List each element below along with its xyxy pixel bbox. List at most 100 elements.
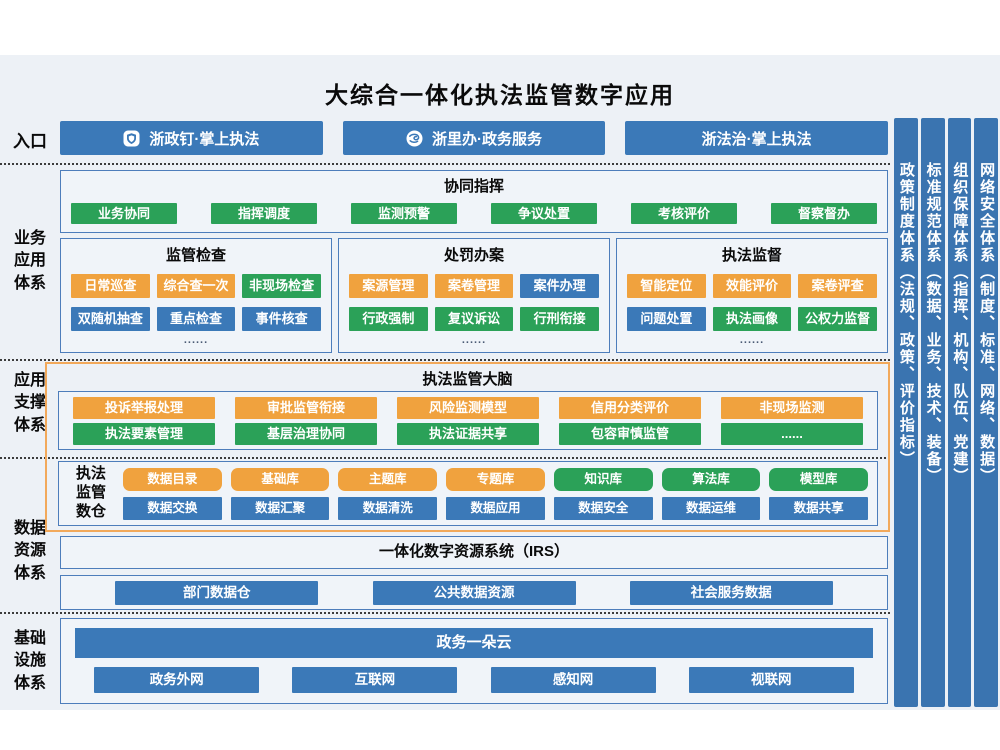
module-chip: 考核评价 [631, 203, 737, 224]
entry-app-zhefazhi: 浙法治·掌上执法 [625, 121, 889, 155]
module-chip: 包容审慎监管 [559, 422, 701, 445]
enforcement-brain-box: 投诉举报处理 执法要素管理 审批监管衔接 基层治理协同 风险监测模型 执法证据共… [58, 391, 878, 450]
module-chip: 基础库 [230, 467, 330, 491]
group-box-supervision-inspection: 监管检查 日常巡查 综合查一次 非现场检查 双随机抽查 重点检查 事件核查 ..… [60, 238, 332, 353]
module-chip: 双随机抽查 [71, 307, 150, 331]
module-chip: 主题库 [338, 467, 438, 491]
module-chip: 日常巡查 [71, 274, 150, 298]
entry-app-zhezhengding: 浙政钉·掌上执法 [60, 121, 323, 155]
module-chip: 问题处置 [627, 307, 706, 331]
group-box-enforcement-oversight: 执法监督 智能定位 效能评价 案卷评查 问题处置 执法画像 公权力监督 ....… [616, 238, 888, 353]
pillar-organization-system: 组织保障体系（指挥、机构、队伍、党建） [947, 118, 972, 707]
entry-app-label: 浙法治·掌上执法 [701, 130, 812, 148]
module-chip: 执法画像 [712, 307, 792, 331]
brain-column: 审批监管衔接 基层治理协同 [235, 396, 377, 445]
module-chip: 非现场监测 [721, 396, 863, 419]
module-chip: 审批监管衔接 [235, 396, 377, 419]
module-chip: 数据运维 [661, 496, 761, 520]
brain-column: 非现场监测 ...... [721, 396, 863, 445]
zheliban-swirl-icon [406, 130, 423, 147]
group-row: 案源管理 案卷管理 案件办理 [339, 265, 609, 298]
module-chip: 数据安全 [553, 496, 653, 520]
collab-command-title: 协同指挥 [443, 178, 504, 195]
module-chip: 案源管理 [349, 274, 428, 298]
data-sources-box: 部门数据仓 公共数据资源 社会服务数据 [60, 575, 888, 610]
warehouse-column: 主题库 数据清洗 [338, 467, 438, 520]
module-chip: 效能评价 [712, 274, 792, 298]
pillar-standards-system: 标准规范体系（数据、业务、技术、装备） [920, 118, 945, 707]
module-chip: 执法要素管理 [73, 422, 215, 445]
module-chip: 事件核查 [242, 307, 321, 331]
group-row: 智能定位 效能评价 案卷评查 [617, 265, 887, 298]
brain-warehouse-outline [45, 362, 890, 532]
module-chip: 非现场检查 [242, 274, 321, 298]
module-chip: 模型库 [769, 467, 869, 491]
section-label-entry: 入口 [13, 132, 47, 151]
gov-cloud-bar: 政务一朵云 [75, 628, 873, 658]
group-row: 双随机抽查 重点检查 事件核查 [61, 298, 331, 331]
warehouse-column: 数据目录 数据交换 [123, 467, 222, 520]
module-chip: 业务协同 [71, 203, 177, 224]
module-chip: 视联网 [688, 667, 854, 693]
module-chip: 信用分类评价 [559, 396, 701, 419]
section-divider [0, 612, 890, 614]
collab-command-box: 协同指挥 业务协同 指挥调度 监测预警 争议处置 考核评价 督察督办 [60, 170, 888, 233]
warehouse-column: 专题库 数据应用 [446, 467, 545, 520]
pillar-label: 政策制度体系（法规、政策、评价指标） [897, 162, 915, 468]
section-divider [0, 457, 890, 459]
module-chip: 知识库 [553, 467, 653, 491]
ellipsis-more: ...... [739, 334, 765, 346]
warehouse-column: 基础库 数据汇聚 [230, 467, 330, 520]
module-chip: 风险监测模型 [397, 396, 539, 419]
networks-row: 政务外网 互联网 感知网 视联网 [61, 667, 887, 693]
ellipsis-more: ...... [183, 334, 209, 346]
irs-title: 一体化数字资源系统（IRS） [378, 543, 569, 560]
pillar-policy-system: 政策制度体系（法规、政策、评价指标） [894, 118, 918, 707]
module-chip: 数据目录 [123, 467, 222, 491]
right-pillars: 政策制度体系（法规、政策、评价指标） 标准规范体系（数据、业务、技术、装备） 组… [894, 118, 998, 707]
entry-app-zheliban: 浙里办·政务服务 [342, 121, 606, 155]
module-chip: 行刑衔接 [520, 307, 599, 331]
section-label-data-resource: 数据 资源 体系 [13, 520, 46, 582]
entry-app-label: 浙里办·政务服务 [432, 130, 542, 148]
module-chip: 督察督办 [771, 203, 877, 224]
warehouse-column: 算法库 数据运维 [661, 467, 761, 520]
module-chip: 数据汇聚 [230, 496, 330, 520]
module-chip: 部门数据仓 [115, 580, 319, 605]
business-groups-row: 监管检查 日常巡查 综合查一次 非现场检查 双随机抽查 重点检查 事件核查 ..… [60, 238, 888, 353]
irs-box: 一体化数字资源系统（IRS） [60, 536, 888, 569]
module-chip: 争议处置 [491, 203, 597, 224]
module-chip: 执法证据共享 [397, 422, 539, 445]
module-chip: 数据应用 [446, 496, 545, 520]
pillar-label: 标准规范体系（数据、业务、技术、装备） [924, 162, 942, 485]
module-chip: 复议诉讼 [434, 307, 514, 331]
group-title: 执法监督 [721, 247, 782, 264]
module-chip: ...... [721, 422, 863, 445]
pillar-label: 组织保障体系（指挥、机构、队伍、党建） [951, 162, 969, 485]
section-label-infrastructure: 基础 设施 体系 [13, 630, 46, 692]
group-box-penalty-cases: 处罚办案 案源管理 案卷管理 案件办理 行政强制 复议诉讼 行刑衔接 .....… [338, 238, 610, 353]
shield-badge-icon [123, 130, 140, 147]
enforcement-brain-title: 执法监管大脑 [422, 371, 513, 388]
module-chip: 感知网 [490, 667, 656, 693]
page-title: 大综合一体化执法监管数字应用 [325, 82, 675, 108]
module-chip: 专题库 [446, 467, 545, 491]
module-chip: 基层治理协同 [235, 422, 377, 445]
module-chip: 综合查一次 [156, 274, 236, 298]
ellipsis-more: ...... [461, 334, 487, 346]
brain-column: 投诉举报处理 执法要素管理 [73, 396, 215, 445]
module-chip: 数据清洗 [338, 496, 438, 520]
data-warehouse-label: 执法 监管 数仓 [75, 465, 106, 520]
module-chip: 案件办理 [520, 274, 599, 298]
brain-column: 信用分类评价 包容审慎监管 [559, 396, 701, 445]
data-warehouse-box: 执法 监管 数仓 数据目录 数据交换 基础库 数据汇聚 主题库 数据清洗 专题库… [58, 461, 878, 526]
group-row: 行政强制 复议诉讼 行刑衔接 [339, 298, 609, 331]
module-chip: 公权力监督 [798, 307, 877, 331]
entry-app-label: 浙政钉·掌上执法 [149, 130, 260, 148]
module-chip: 公共数据资源 [372, 580, 576, 605]
infrastructure-box: 政务一朵云 政务外网 互联网 感知网 视联网 [60, 618, 888, 704]
collab-buttons-row: 业务协同 指挥调度 监测预警 争议处置 考核评价 督察督办 [61, 196, 887, 224]
module-chip: 案卷管理 [434, 274, 514, 298]
module-chip: 社会服务数据 [629, 580, 833, 605]
module-chip: 重点检查 [156, 307, 236, 331]
